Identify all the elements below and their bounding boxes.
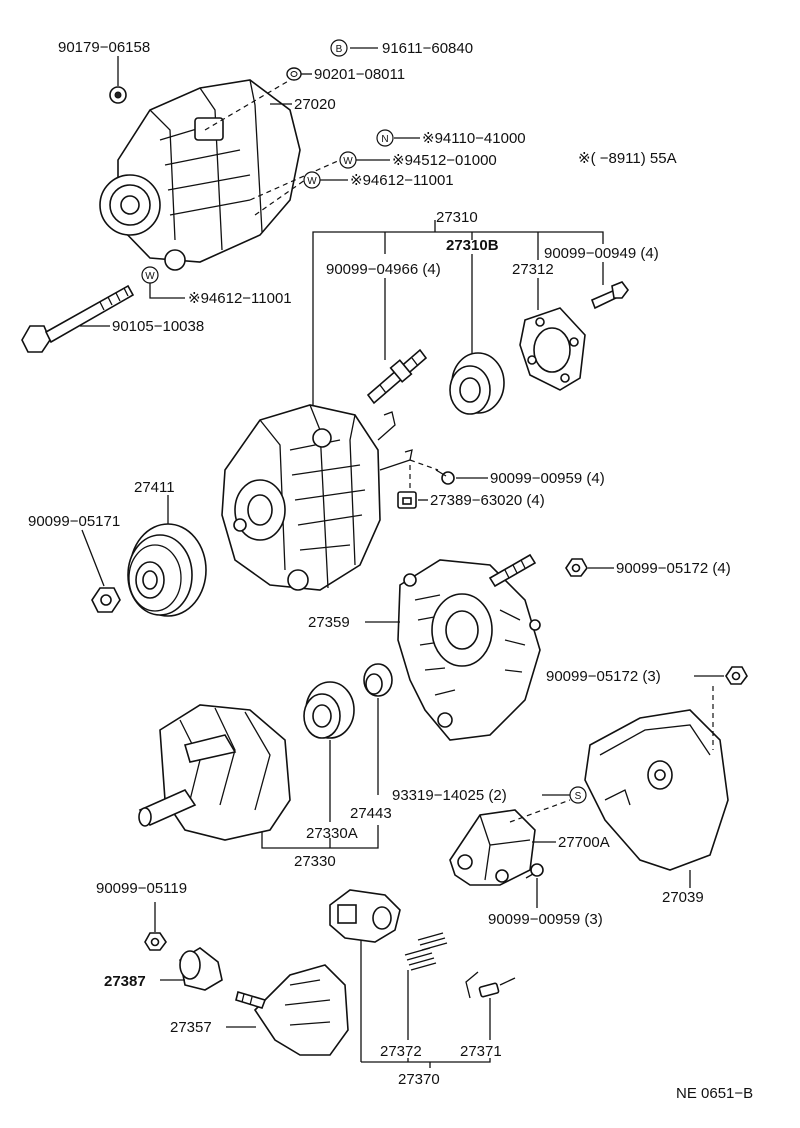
nut-90099-05172-4 [565,558,588,577]
leader-90099-05171 [81,529,105,587]
screw-90099-00959-4 [435,469,455,485]
label-90105-10038: 90105−10038 [112,318,204,335]
mark-w-icon: W [141,266,159,284]
dash-90099-00959-4 [409,459,439,471]
terminal-insulator-27387 [179,947,223,991]
label-91611-60840: 91611−60840 [382,40,473,57]
svg-text:B: B [336,44,343,55]
screw-90099-00959-3 [525,863,544,879]
label-94612-11001-mid: ※94612−11001 [188,290,292,307]
mark-s-icon: S [569,786,587,804]
label-27370: 27370 [398,1071,440,1088]
label-90099-00959-3: 90099−00959 (3) [488,911,603,928]
bearing-27310b [449,352,505,415]
brush-spring-27372 [404,932,448,971]
label-27371: 27371 [460,1043,502,1060]
mark-w-icon: W [303,171,321,189]
rectifier-27357 [235,964,349,1056]
label-27372: 27372 [380,1043,422,1060]
leader-94612-mid [149,283,185,299]
label-90099-05171: 90099−05171 [28,513,120,530]
label-27389-63020: 27389−63020 (4) [430,492,545,509]
label-27310b: 27310B [446,237,499,254]
bolt-90105-10038 [21,284,135,353]
dash-94612-top [254,179,306,216]
label-27020: 27020 [294,96,336,113]
label-94110-41000: ※94110−41000 [422,130,526,147]
svg-text:S: S [575,791,582,802]
nut-90099-05171 [91,587,121,613]
label-27359: 27359 [308,614,350,631]
svg-text:W: W [307,176,317,187]
label-27700a: 27700A [558,834,610,851]
drawing-number: NE 0651−B [676,1085,753,1102]
label-27312: 27312 [512,261,554,278]
label-27039: 27039 [662,889,704,906]
mark-w-icon: W [339,151,357,169]
stud-bolt-90099-04966 [366,348,428,405]
bearing-27330a [303,681,355,739]
label-94512-01000: ※94512−01000 [392,152,497,169]
label-90099-05172-4: 90099−05172 (4) [616,560,731,577]
dash-90201 [204,79,291,131]
nut-90099-05119 [144,932,167,951]
bolt-90099-00949 [590,281,629,310]
label-27310: 27310 [436,209,478,226]
pulley-27411 [127,523,207,617]
label-27411: 27411 [134,479,175,496]
alternator-assembly-27020 [99,79,301,271]
regulator-27700a [449,809,536,886]
bracket-27370 [361,1058,491,1063]
svg-text:W: W [145,271,155,282]
label-94612-11001-top: ※94612−11001 [350,172,454,189]
label-27443: 27443 [350,805,392,822]
label-90099-04966: 90099−04966 (4) [326,261,441,278]
label-27357: 27357 [170,1019,212,1036]
label-90099-00959-4: 90099−00959 (4) [490,470,605,487]
label-90099-05172-3: 90099−05172 (3) [546,668,661,685]
note-applicability: ※( −8911) 55A [578,150,677,167]
seal-27443 [363,663,393,697]
label-27330: 27330 [294,853,336,870]
dash-93319 [509,799,571,823]
brush-holder-27370 [329,889,401,943]
label-90099-00949: 90099−00949 (4) [544,245,659,262]
label-90099-05119: 90099−05119 [96,880,187,897]
rear-cover-27039 [584,709,729,871]
nut-90099-05172-3 [725,666,748,685]
clip-27389-63020 [397,491,417,509]
washer-90201-icon [286,67,302,81]
label-93319-14025: 93319−14025 (2) [392,787,507,804]
retainer-plate-27312 [519,307,586,391]
dash-94512 [249,159,341,201]
label-90179-06158: 90179−06158 [58,39,150,56]
label-90201-08011: 90201−08011 [314,66,405,83]
mark-b-icon: B [330,39,348,57]
mark-n-icon: N [376,129,394,147]
label-27330a: 27330A [306,825,358,842]
svg-text:W: W [343,156,353,167]
label-27387: 27387 [104,973,146,990]
svg-text:N: N [381,134,388,145]
rear-end-frame-27359 [397,553,541,741]
bracket-27310 [312,231,604,408]
brush-27371 [465,971,516,999]
rotor-27330 [138,704,291,841]
alternator-drive-end-frame [221,404,413,591]
